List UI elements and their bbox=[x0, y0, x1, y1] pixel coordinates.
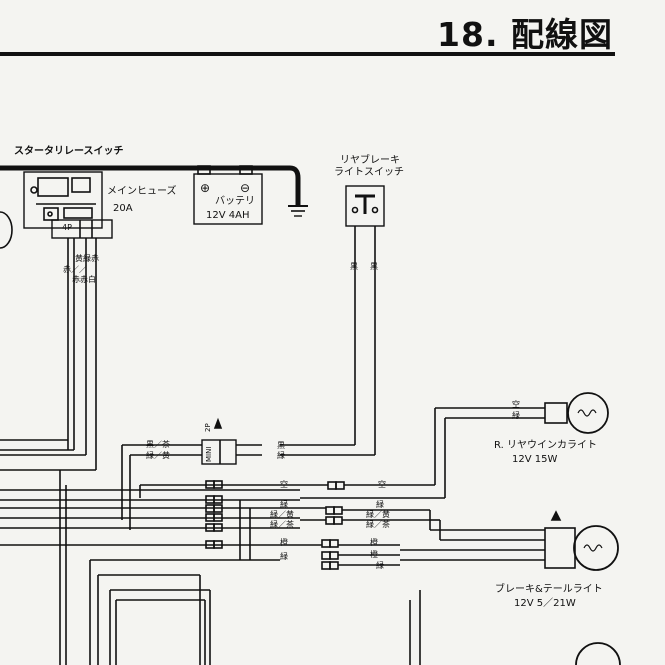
wire-label-gy-right: 緑／黄 bbox=[366, 510, 390, 519]
main-fuse-label: メインヒューズ bbox=[107, 186, 177, 197]
wire-label-green2-left: 緑 bbox=[280, 552, 288, 561]
brake-tail-rating: 12V 5／21W bbox=[514, 598, 576, 609]
r-winker-label: R. リヤウインカライト bbox=[494, 440, 597, 451]
brake-tail-label: ブレーキ&テールライト bbox=[495, 584, 603, 595]
rear-brake-switch-label-2: ライトスイッチ bbox=[334, 167, 404, 178]
wire-label-mini-2: 緑／黄 bbox=[146, 451, 170, 460]
relay-connector-pins: 4P bbox=[62, 223, 72, 232]
middle-connector-group bbox=[321, 481, 345, 570]
starter-relay-label: スタータリレースイッチ bbox=[14, 146, 124, 157]
wire-label-switch-left: 黒 bbox=[350, 262, 358, 271]
left-edge-component bbox=[0, 211, 13, 249]
wire-label-gb-left: 緑／茶 bbox=[270, 520, 294, 529]
wire-label-switch-right: 黒 bbox=[370, 262, 378, 271]
wire-label-gy-left: 緑／黄 bbox=[270, 510, 294, 519]
wire-label-relay-top: 黄緑赤 bbox=[75, 254, 99, 263]
wire-label-green2-right: 緑 bbox=[376, 561, 384, 570]
wire-label-gb-right: 緑／茶 bbox=[366, 520, 390, 529]
mini-2p-connector bbox=[201, 417, 237, 465]
switch-t-symbol: T bbox=[357, 194, 368, 205]
wire-label-mid-1: 黒 bbox=[277, 441, 285, 450]
wire-label-relay-mid: 赤／／ bbox=[63, 265, 87, 274]
wire-label-relay-bot: 赤赤白 bbox=[72, 275, 96, 284]
wire-label-green-left: 緑 bbox=[280, 500, 288, 509]
r-winker-bulb-icon bbox=[544, 392, 609, 434]
starter-relay-icon bbox=[23, 171, 103, 229]
ground-icon bbox=[288, 205, 308, 217]
battery-plus-icon: ⊕ bbox=[200, 181, 210, 195]
battery-minus-icon: ⊖ bbox=[240, 181, 250, 195]
brake-tail-bulb-icon bbox=[544, 510, 619, 571]
wire-label-green-right: 緑 bbox=[376, 500, 384, 509]
wire-label-orange2-right: 橙 bbox=[370, 550, 378, 559]
wire-label-winker-green: 緑 bbox=[512, 411, 520, 420]
wire-label-orange-left: 橙 bbox=[280, 538, 288, 547]
bottom-bulb-partial bbox=[575, 642, 621, 665]
left-connector-group bbox=[205, 480, 223, 549]
title-underline bbox=[0, 52, 615, 56]
page-title: 18. 配線図 bbox=[437, 15, 613, 54]
r-winker-rating: 12V 15W bbox=[512, 454, 558, 465]
mini-connector-label: MINI bbox=[205, 446, 213, 462]
wire-label-orange-right: 橙 bbox=[370, 538, 378, 547]
rear-brake-switch-label-1: リヤブレーキ bbox=[340, 155, 400, 166]
wire-label-mid-2: 緑 bbox=[277, 451, 285, 460]
wire-label-mini-1: 黒／茶 bbox=[146, 440, 170, 449]
main-fuse-rating: 20A bbox=[113, 203, 133, 214]
battery-icon bbox=[193, 165, 263, 225]
wire-label-winker-sky: 空 bbox=[512, 400, 520, 409]
main-battery-cable bbox=[0, 165, 301, 205]
battery-rating: 12V 4AH bbox=[206, 210, 250, 221]
rear-brake-switch-icon bbox=[345, 185, 385, 227]
mini-connector-pins: 2P bbox=[204, 423, 212, 432]
battery-label: バッテリ bbox=[215, 196, 255, 207]
wire-label-sky-left: 空 bbox=[280, 480, 288, 489]
wire-label-sky-right: 空 bbox=[378, 480, 386, 489]
relay-4p-connector bbox=[51, 219, 113, 239]
